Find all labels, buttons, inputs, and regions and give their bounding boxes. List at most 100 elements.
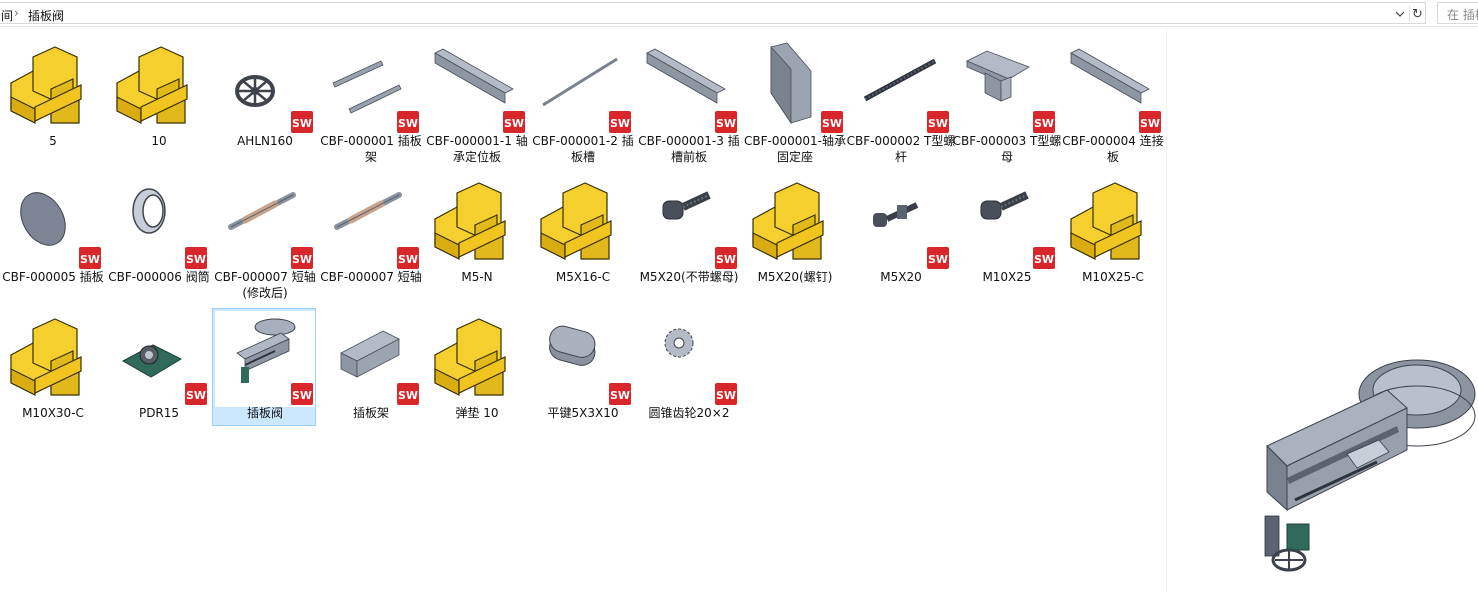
bolt-icon: SW [639, 175, 739, 271]
file-item[interactable]: M10X25-C [1060, 172, 1164, 290]
folder-part-icon [427, 175, 527, 271]
svg-text:SW: SW [822, 117, 842, 130]
folder-part-icon [533, 175, 633, 271]
file-item[interactable]: M5X16-C [530, 172, 634, 290]
file-item-label: AHLN160 [237, 134, 293, 148]
frame-icon: SW [321, 311, 421, 407]
file-item-label: PDR15 [138, 406, 180, 420]
t-nut-icon: SW [957, 39, 1057, 135]
svg-text:SW: SW [398, 389, 418, 402]
file-item[interactable]: SW CBF-000001 插板架 [318, 36, 422, 164]
svg-text:SW: SW [186, 389, 206, 402]
file-item-label: CBF-000001 插板架 [320, 134, 422, 164]
file-item-label: CBF-000007 短轴 [320, 270, 422, 284]
svg-text:SW: SW [716, 117, 736, 130]
search-placeholder: 在 插板阀 [1447, 8, 1478, 22]
breadcrumb-separator-icon[interactable]: › [14, 6, 19, 20]
file-item-label: CBF-000004 连接板 [1062, 134, 1164, 164]
file-item-label: CBF-000001-轴承固定座 [744, 134, 846, 164]
address-bar: 间 › 插板阀 ↻ 在 插板阀 [0, 0, 1478, 27]
assembly-icon: SW [215, 311, 315, 407]
svg-text:SW: SW [292, 117, 312, 130]
svg-text:SW: SW [186, 253, 206, 266]
frame-rails-icon: SW [321, 39, 421, 135]
file-item-label: M5X20 [880, 270, 922, 284]
breadcrumb-current-folder[interactable]: 插板阀 [28, 9, 65, 23]
file-item-label: CBF-000001-2 插板槽 [532, 134, 634, 164]
file-item[interactable]: M10X30-C [0, 308, 104, 426]
file-item-label: 弹垫 10 [455, 406, 499, 420]
folder-part-icon [745, 175, 845, 271]
bearing-block-icon: SW [109, 311, 209, 407]
file-item[interactable]: SW 插板架 [318, 308, 422, 426]
svg-text:SW: SW [928, 117, 948, 130]
file-item[interactable]: SW CBF-000004 连接板 [1060, 36, 1164, 164]
svg-text:SW: SW [80, 253, 100, 266]
refresh-icon[interactable]: ↻ [1409, 6, 1425, 22]
file-item-label: 插板架 [352, 406, 389, 420]
file-item-label: CBF-000003 T型螺母 [952, 134, 1062, 164]
file-item-label: CBF-000002 T型螺杆 [846, 134, 956, 164]
thin-rod-icon: SW [533, 39, 633, 135]
file-item[interactable]: SW PDR15 [106, 308, 210, 426]
file-item[interactable]: M5X20(螺钉) [742, 172, 846, 290]
svg-text:SW: SW [292, 389, 312, 402]
key-icon: SW [533, 311, 633, 407]
address-path-box[interactable]: 间 › 插板阀 ↻ [0, 2, 1426, 24]
file-item-label: CBF-000007 短轴(修改后) [214, 270, 316, 300]
svg-text:SW: SW [1034, 117, 1054, 130]
file-item[interactable]: SW CBF-000001-3 插槽前板 [636, 36, 740, 164]
file-item[interactable]: SW CBF-000003 T型螺母 [953, 36, 1061, 164]
file-item[interactable]: M5-N [424, 172, 528, 290]
svg-text:SW: SW [292, 253, 312, 266]
assembly-preview-image [1264, 359, 1476, 572]
shaft-icon: SW [215, 175, 315, 271]
oval-plate-icon: SW [3, 175, 103, 271]
file-item[interactable]: 弹垫 10 [424, 308, 528, 426]
file-item[interactable]: SW 插板阀 [212, 308, 316, 426]
long-plate-icon: SW [1063, 39, 1163, 135]
bevel-gear-icon: SW [639, 311, 739, 407]
file-item[interactable]: SW M5X20(不带螺母) [636, 172, 740, 290]
file-item[interactable]: SW CBF-000001-2 插板槽 [530, 36, 634, 164]
file-item[interactable]: SW CBF-000001-轴承固定座 [742, 36, 846, 164]
search-input[interactable]: 在 插板阀 [1437, 2, 1478, 24]
breadcrumb-parent[interactable]: 间 [1, 9, 14, 23]
file-item-label: CBF-000001-3 插槽前板 [638, 134, 740, 164]
file-item[interactable]: SW CBF-000006 阀筒 [106, 172, 210, 290]
file-item[interactable]: SW CBF-000002 T型螺杆 [847, 36, 955, 164]
file-item-label: M5-N [461, 270, 493, 284]
bolt-nut-icon: SW [851, 175, 951, 271]
file-item-label: 5 [49, 134, 57, 148]
svg-text:SW: SW [1140, 117, 1160, 130]
file-item-label: M5X20(不带螺母) [639, 270, 739, 284]
file-item-label: CBF-000006 阀筒 [108, 270, 210, 284]
svg-text:SW: SW [1034, 253, 1054, 266]
file-item[interactable]: SW CBF-000007 短轴 [318, 172, 422, 290]
svg-text:SW: SW [716, 253, 736, 266]
shaft-icon: SW [321, 175, 421, 271]
svg-text:SW: SW [610, 117, 630, 130]
svg-text:SW: SW [398, 253, 418, 266]
file-item[interactable]: 10 [106, 36, 210, 154]
folder-part-icon [1063, 175, 1163, 271]
chevron-down-icon[interactable] [1392, 6, 1408, 22]
long-plate-icon: SW [639, 39, 739, 135]
folder-part-icon [3, 39, 103, 135]
folder-part-icon [3, 311, 103, 407]
file-item-label: M10X30-C [22, 406, 84, 420]
file-item[interactable]: 5 [0, 36, 104, 154]
file-item[interactable]: SW CBF-000007 短轴(修改后) [212, 172, 316, 300]
file-item-label: 平键5X3X10 [547, 406, 619, 420]
svg-text:SW: SW [398, 117, 418, 130]
file-item-label: 插板阀 [246, 406, 283, 420]
file-item[interactable]: SW AHLN160 [212, 36, 316, 154]
